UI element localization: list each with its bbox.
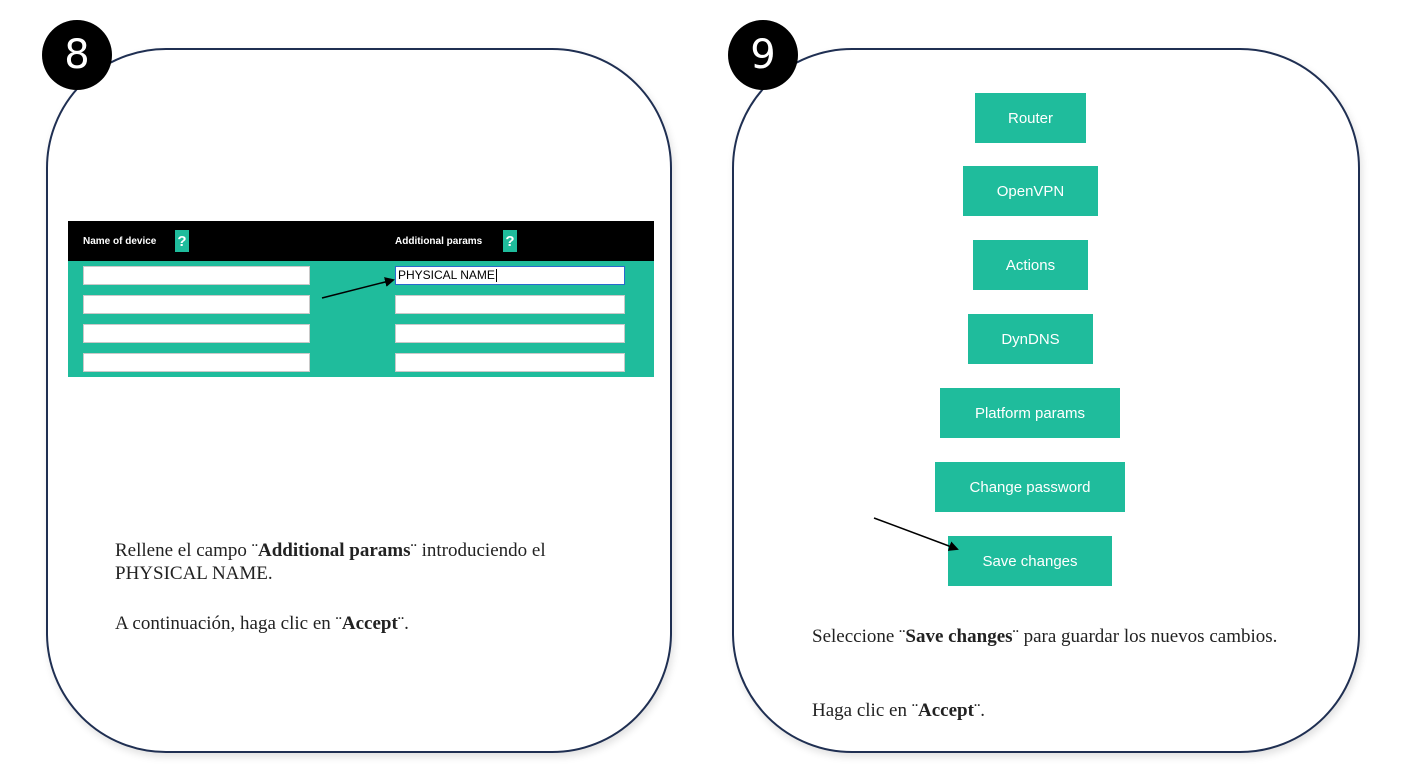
instruction-text: ¨ para guardar los nuevos cambios. xyxy=(1012,626,1278,647)
step-9-instruction-1: Seleccione ¨Save changes¨ para guardar l… xyxy=(812,625,1317,648)
openvpn-button[interactable]: OpenVPN xyxy=(963,166,1098,216)
instruction-text: Haga clic en ¨ xyxy=(812,700,919,721)
actions-button[interactable]: Actions xyxy=(973,240,1088,290)
instruction-bold: Save changes xyxy=(905,626,1013,647)
step-9-instruction-2: Haga clic en ¨Accept¨. xyxy=(812,699,1317,722)
step-8-instruction-2: A continuación, haga clic en ¨Accept¨. xyxy=(115,612,635,635)
change-password-button[interactable]: Change password xyxy=(935,462,1125,512)
name-of-device-input-3[interactable] xyxy=(83,324,310,343)
step-8-badge: 8 xyxy=(42,20,112,90)
instruction-bold: Additional params xyxy=(257,540,411,561)
additional-params-input-1-text: PHYSICAL NAME xyxy=(398,268,495,282)
name-of-device-input-1[interactable] xyxy=(83,266,310,285)
instruction-text: ¨. xyxy=(397,613,409,634)
device-form-header: Name of device ? Additional params ? xyxy=(68,221,654,261)
router-button[interactable]: Router xyxy=(975,93,1086,143)
save-changes-button[interactable]: Save changes xyxy=(948,536,1112,586)
additional-params-input-3[interactable] xyxy=(395,324,625,343)
name-of-device-input-4[interactable] xyxy=(83,353,310,372)
additional-params-header: Additional params xyxy=(395,236,483,247)
additional-params-input-2[interactable] xyxy=(395,295,625,314)
step-8-instruction-1: Rellene el campo ¨Additional params¨ int… xyxy=(115,539,635,585)
instruction-text: Seleccione ¨ xyxy=(812,626,906,647)
instruction-text: ¨ introduciendo el PHYSICAL NAME. xyxy=(115,540,546,584)
additional-params-input-4[interactable] xyxy=(395,353,625,372)
name-of-device-help-icon[interactable]: ? xyxy=(175,230,189,252)
device-form-body: PHYSICAL NAME xyxy=(68,261,654,377)
step-9-badge: 9 xyxy=(728,20,798,90)
instruction-bold: Accept xyxy=(341,613,398,634)
additional-params-help-icon[interactable]: ? xyxy=(503,230,517,252)
instruction-text: A continuación, haga clic en ¨ xyxy=(115,613,342,634)
instruction-bold: Accept xyxy=(918,700,974,721)
additional-params-input-1[interactable]: PHYSICAL NAME xyxy=(395,266,625,285)
text-caret xyxy=(495,269,497,283)
name-of-device-input-2[interactable] xyxy=(83,295,310,314)
dyndns-button[interactable]: DynDNS xyxy=(968,314,1093,364)
name-of-device-header: Name of device xyxy=(83,236,157,247)
instruction-text: ¨. xyxy=(973,700,986,721)
step-8-panel xyxy=(46,48,672,753)
instruction-text: Rellene el campo ¨ xyxy=(115,540,258,561)
platform-params-button[interactable]: Platform params xyxy=(940,388,1120,438)
